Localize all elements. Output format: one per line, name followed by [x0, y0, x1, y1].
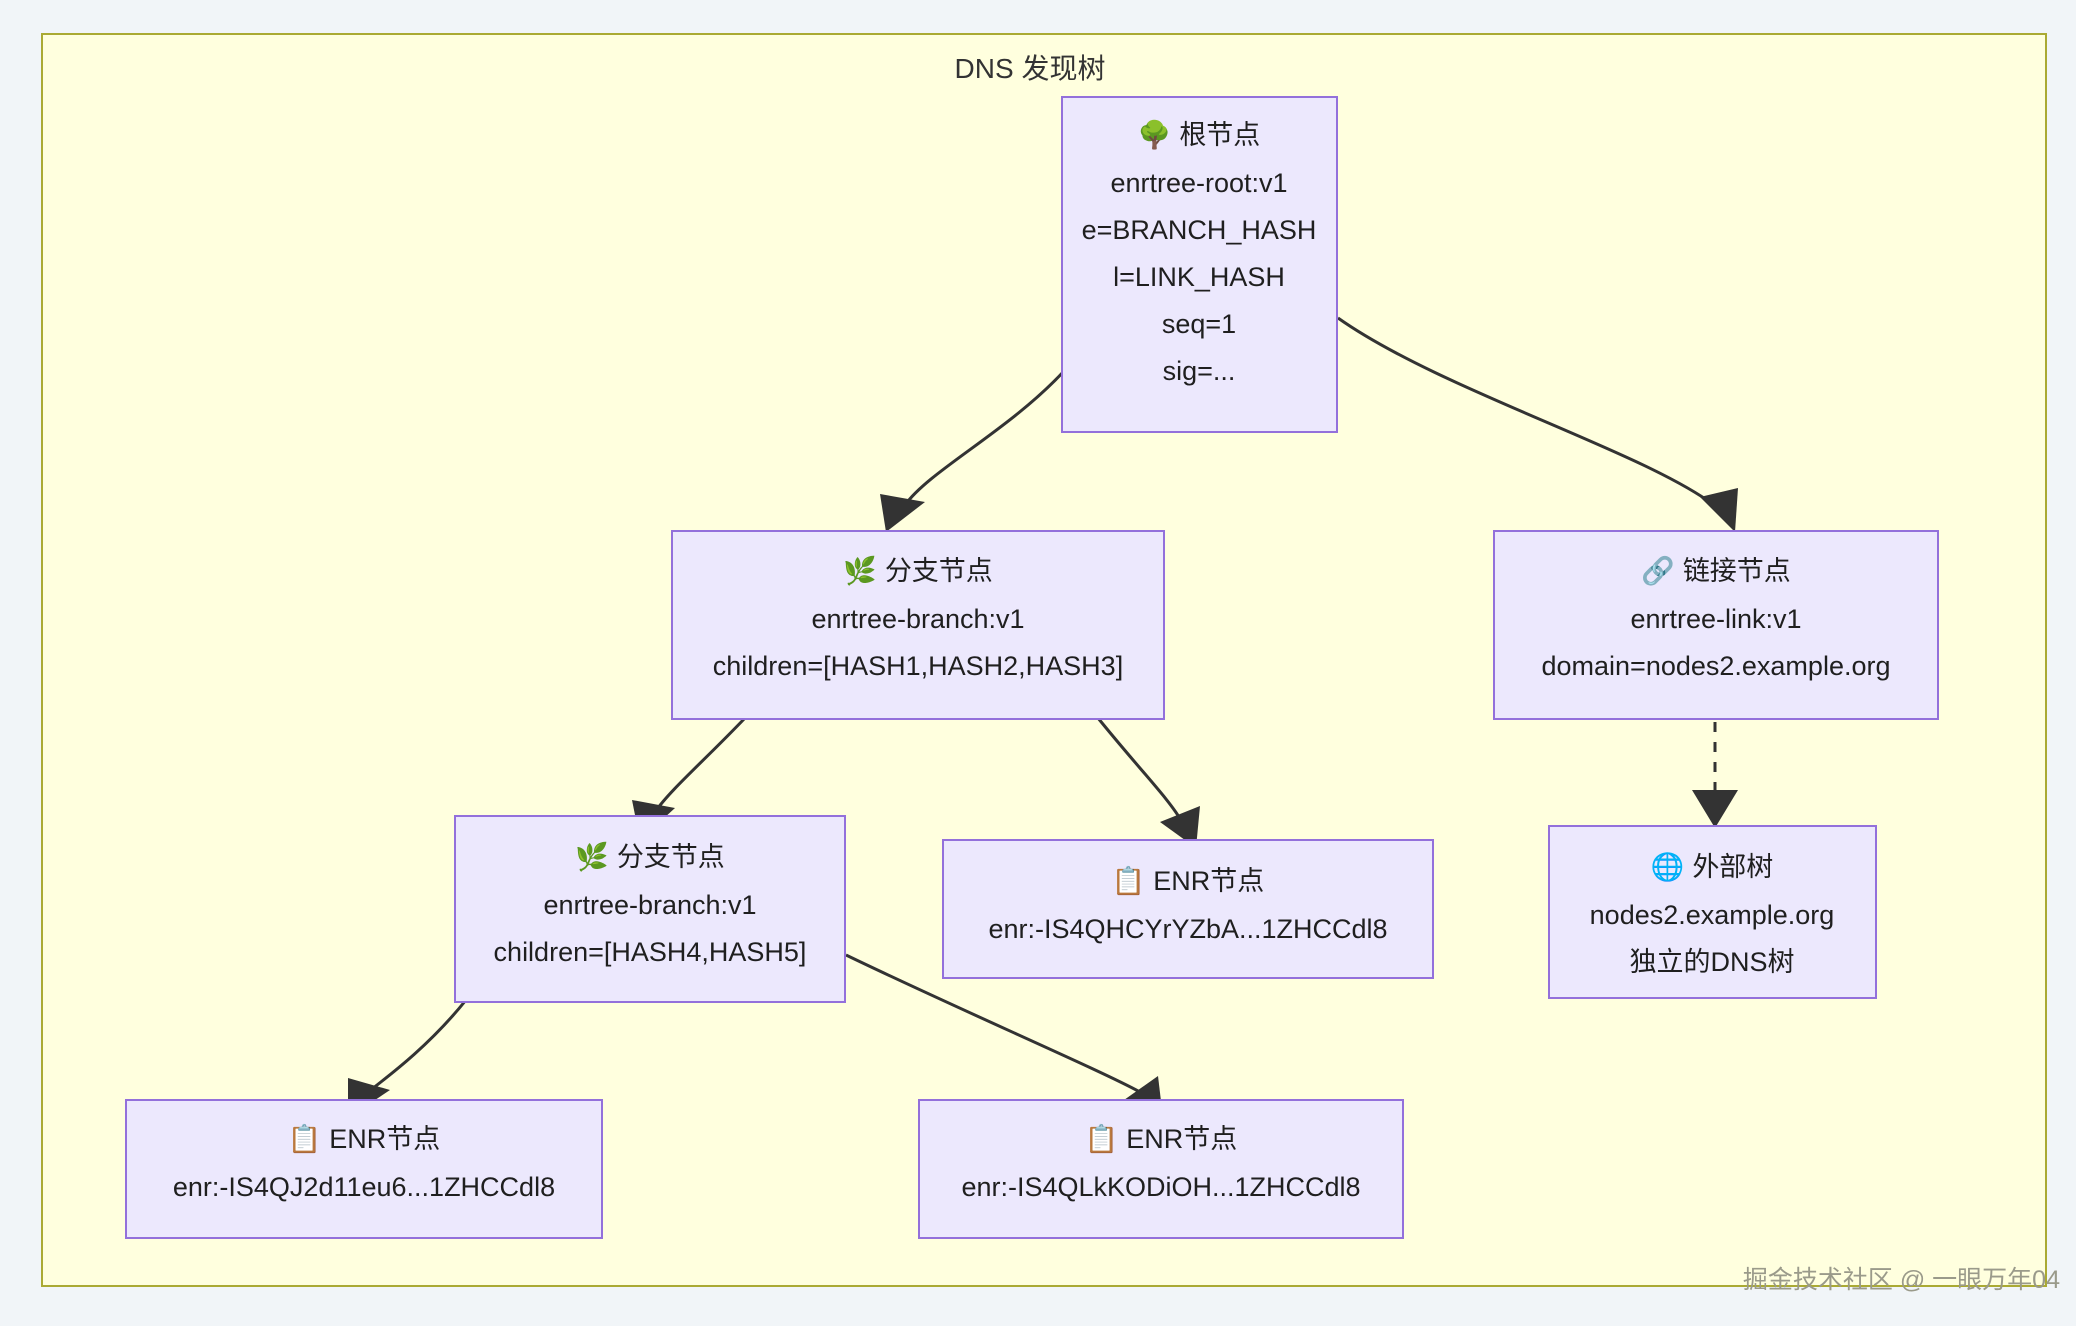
node-root-line-0: enrtree-root:v1 — [1110, 168, 1287, 198]
node-branch2-header: 🌿 分支节点 — [575, 841, 725, 872]
node-external-line-1: 独立的DNS树 — [1629, 947, 1794, 977]
node-enr-bc-title: ENR节点 — [1126, 1124, 1237, 1154]
arrow-head-icon — [1160, 806, 1200, 848]
node-root-line-1: e=BRANCH_HASH — [1082, 215, 1317, 245]
node-enr-bl-title: ENR节点 — [329, 1124, 440, 1154]
link-icon: 🔗 — [1641, 554, 1675, 587]
arrow-head-icon — [1692, 790, 1738, 828]
edge-branch1-to-enr-right — [1096, 717, 1200, 848]
node-enr-bottom-center-box[interactable] — [918, 1099, 1404, 1239]
edge-root-to-link — [1337, 316, 1738, 532]
node-enr-right-box[interactable] — [942, 839, 1434, 979]
node-root-header: 🌳根节点 — [1138, 118, 1261, 150]
node-branch1-header: 🌿 分支节点 — [843, 555, 993, 586]
node-branch1-line-0: enrtree-branch:v1 — [811, 604, 1024, 634]
clipboard-icon: 📋 — [288, 1123, 322, 1154]
node-branch2[interactable]: 🌿 分支节点 enrtree-branch:v1 children=[HASH4,… — [454, 815, 846, 1003]
node-branch2-box[interactable] — [454, 815, 846, 1003]
node-link-line-0: enrtree-link:v1 — [1630, 604, 1801, 634]
node-enr-bc-header: 📋ENR节点 — [1085, 1123, 1238, 1154]
node-enr-bc-line-0: enr:-IS4QLkKODiOH...1ZHCCdl8 — [961, 1172, 1360, 1202]
node-enr-right-header: 📋ENR节点 — [1112, 865, 1265, 896]
node-branch1[interactable]: 🌿 分支节点 enrtree-branch:v1 children=[HASH1,… — [671, 530, 1165, 720]
node-external-title: 外部树 — [1692, 852, 1773, 882]
node-root-line-2: l=LINK_HASH — [1113, 262, 1285, 292]
clipboard-icon: 📋 — [1085, 1123, 1119, 1154]
node-external-header: 🌐外部树 — [1651, 851, 1774, 882]
node-link-line-1: domain=nodes2.example.org — [1542, 651, 1891, 681]
node-branch2-line-1: children=[HASH4,HASH5] — [494, 937, 807, 967]
node-enr-bottom-left-box[interactable] — [125, 1099, 603, 1239]
node-branch1-line-1: children=[HASH1,HASH2,HASH3] — [713, 651, 1123, 681]
edge-link-to-external — [1692, 722, 1738, 828]
node-enr-right[interactable]: 📋ENR节点 enr:-IS4QHCYrYZbA...1ZHCCdl8 — [942, 839, 1434, 979]
clipboard-icon: 📋 — [1112, 865, 1146, 896]
herb-icon: 🌿 — [843, 555, 877, 586]
node-external-box[interactable] — [1548, 825, 1877, 999]
node-root-line-4: sig=... — [1163, 356, 1236, 386]
node-enr-bl-header: 📋ENR节点 — [288, 1123, 441, 1154]
node-link-title: 链接节点 — [1683, 556, 1791, 586]
arrow-head-icon — [1700, 488, 1738, 532]
herb-icon: 🌿 — [575, 841, 609, 872]
node-link[interactable]: 🔗 链接节点 enrtree-link:v1 domain=nodes2.exam… — [1493, 530, 1939, 720]
node-branch2-title: 分支节点 — [617, 842, 725, 872]
edge-root-to-branch1 — [880, 368, 1067, 532]
node-link-box[interactable] — [1493, 530, 1939, 720]
subgraph-title: DNS 发现树 — [955, 53, 1106, 84]
node-root-title: 根节点 — [1179, 120, 1260, 150]
node-root[interactable]: 🌳根节点 enrtree-root:v1 e=BRANCH_HASH l=LIN… — [1061, 96, 1338, 433]
node-enr-bl-line-0: enr:-IS4QJ2d11eu6...1ZHCCdl8 — [173, 1172, 555, 1202]
node-root-line-3: seq=1 — [1162, 309, 1236, 339]
node-enr-bottom-left[interactable]: 📋ENR节点 enr:-IS4QJ2d11eu6...1ZHCCdl8 — [125, 1099, 603, 1239]
node-external-line-0: nodes2.example.org — [1590, 900, 1835, 930]
globe-icon: 🌐 — [1651, 851, 1685, 882]
node-branch2-line-0: enrtree-branch:v1 — [543, 890, 756, 920]
watermark: 掘金技术社区 @ 一眼万年04 — [1743, 1266, 2060, 1294]
node-enr-bottom-center[interactable]: 📋ENR节点 enr:-IS4QLkKODiOH...1ZHCCdl8 — [918, 1099, 1404, 1239]
node-enr-right-title: ENR节点 — [1153, 866, 1264, 896]
node-root-box[interactable] — [1061, 96, 1338, 433]
arrow-head-icon — [880, 494, 925, 532]
node-link-header: 🔗 链接节点 — [1641, 554, 1791, 587]
tree-icon: 🌳 — [1138, 118, 1172, 150]
node-enr-right-line-0: enr:-IS4QHCYrYZbA...1ZHCCdl8 — [988, 914, 1387, 944]
node-branch1-box[interactable] — [671, 530, 1165, 720]
node-external[interactable]: 🌐外部树 nodes2.example.org 独立的DNS树 — [1548, 825, 1877, 999]
node-branch1-title: 分支节点 — [885, 556, 993, 586]
